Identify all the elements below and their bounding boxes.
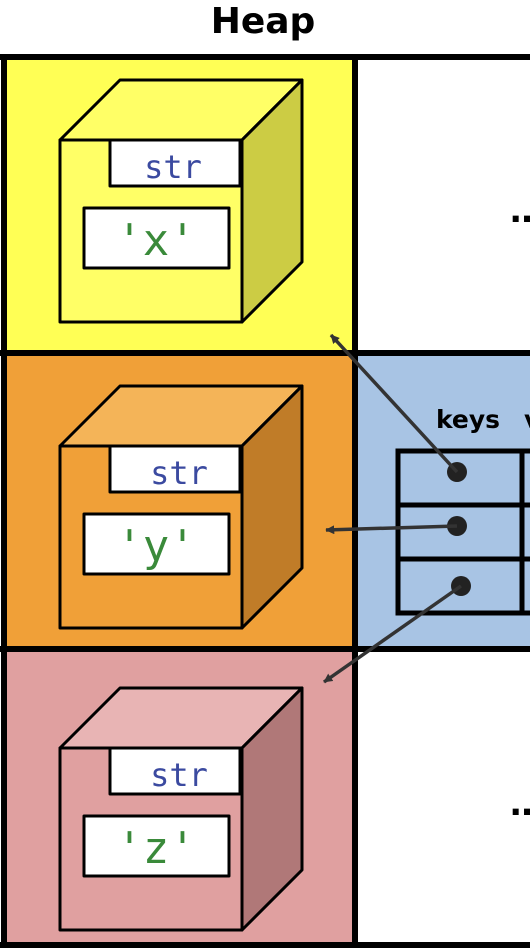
dict-keys-header: keys	[436, 405, 500, 434]
value-y: 'y'	[116, 521, 195, 572]
heap-title: Heap	[211, 1, 316, 42]
type-label-x: str	[144, 148, 202, 186]
arrow-key2-to-z	[322, 584, 463, 684]
type-label-box-x	[108, 138, 242, 188]
ellipsis-top: …	[510, 191, 530, 231]
str-object-y	[58, 384, 304, 630]
type-label-z: str	[150, 756, 208, 794]
type-label-y: str	[150, 454, 208, 492]
value-z: 'z'	[116, 823, 195, 874]
value-box-z	[82, 814, 231, 878]
ellipsis-bottom: …	[510, 784, 530, 824]
heap-cell-empty-top	[355, 57, 530, 353]
type-label-box-z	[108, 746, 242, 796]
value-box-x	[82, 206, 231, 270]
str-object-z	[58, 686, 304, 932]
dict-values-header: v	[524, 405, 530, 434]
str-object-x	[58, 78, 304, 324]
dict-table	[395, 448, 530, 616]
dict-key-cell-2	[395, 556, 530, 616]
heap-cell-empty-bottom	[355, 649, 530, 945]
heap-grid	[0, 54, 530, 948]
value-x: 'x'	[116, 215, 195, 266]
pointer-arrows	[322, 333, 463, 684]
arrow-key0-to-x	[329, 333, 459, 474]
type-label-box-y	[108, 444, 242, 494]
value-box-y	[82, 512, 231, 576]
dict-cell	[355, 353, 530, 649]
arrow-key1-to-y	[325, 524, 458, 535]
